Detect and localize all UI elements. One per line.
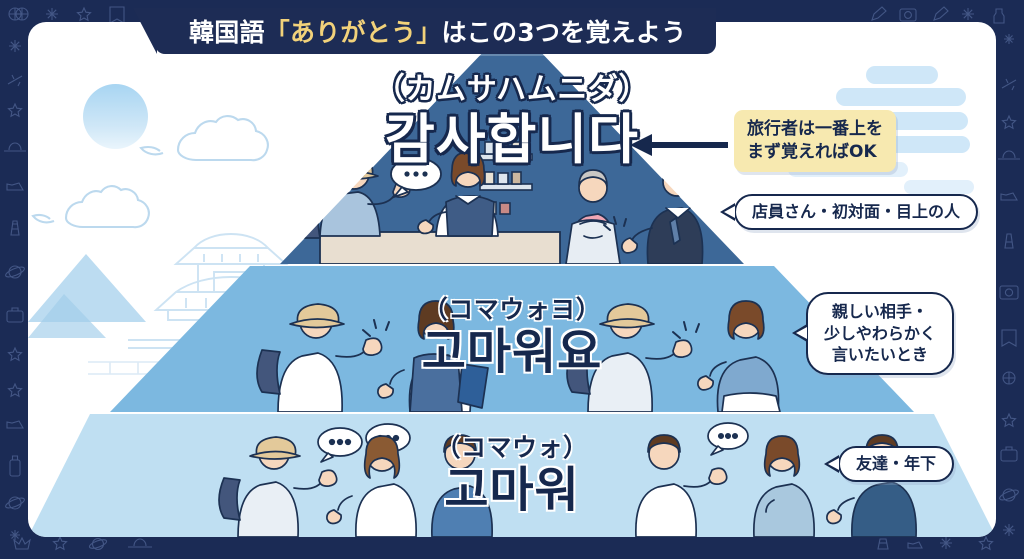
lighthouse-icon bbox=[10, 220, 20, 236]
pointer-arrow-icon bbox=[630, 134, 728, 156]
star-icon bbox=[978, 535, 994, 551]
snowflake-icon bbox=[940, 537, 952, 549]
star-icon bbox=[1001, 412, 1017, 428]
bubble-tail-icon bbox=[720, 202, 735, 221]
hat-icon bbox=[4, 142, 26, 152]
mountain-icon bbox=[28, 254, 146, 338]
star-icon bbox=[52, 535, 68, 551]
sparkle-icon bbox=[1004, 34, 1014, 44]
yellow-note-line-1: 旅行者は一番上を bbox=[747, 119, 883, 139]
filled-cloud-icon bbox=[808, 66, 970, 153]
hat-icon bbox=[128, 538, 152, 548]
snowflake-icon bbox=[962, 8, 974, 20]
scene-casual-friends bbox=[218, 422, 917, 537]
sparkle-icon bbox=[10, 530, 20, 540]
luggage-icon bbox=[1000, 446, 1018, 462]
planet-icon bbox=[5, 265, 25, 279]
bubble-tail-icon bbox=[792, 324, 807, 343]
content-card: （カムサハムニダ） 감사합니다 bbox=[28, 22, 996, 537]
snowflake-icon bbox=[46, 8, 58, 20]
bottle-icon bbox=[9, 455, 21, 477]
korean-cloud-icon bbox=[31, 185, 150, 229]
luggage-icon bbox=[6, 307, 24, 323]
yellow-note-box: 旅行者は一番上を まず覚えればOK bbox=[734, 110, 896, 172]
pyramid-diagram: （カムサハムニダ） 감사합니다 bbox=[28, 22, 996, 537]
star-icon bbox=[7, 382, 23, 398]
star-icon bbox=[7, 346, 23, 362]
speech-bubble-polite: 親しい相手・ 少しやわらかく 言いたいとき bbox=[792, 292, 954, 375]
snowflake-icon bbox=[1003, 524, 1015, 536]
camera-icon bbox=[899, 8, 917, 22]
korean-cloud-icon bbox=[139, 115, 269, 162]
shoe-icon bbox=[6, 182, 24, 191]
planet-icon bbox=[999, 488, 1019, 502]
star-icon bbox=[7, 102, 23, 118]
title-prefix: 韓国語 bbox=[189, 18, 265, 47]
pencil-icon bbox=[933, 6, 949, 21]
title-banner: 韓国語「ありがとう」はこの3つを覚えよう bbox=[155, 8, 717, 54]
bubble-tail-icon bbox=[824, 454, 839, 473]
compass-icon bbox=[15, 7, 29, 21]
lighthouse-icon bbox=[1004, 233, 1014, 249]
yellow-note-line-2: まず覚えればOK bbox=[747, 141, 877, 162]
callout-formal-targets: 店員さん・初対面・目上の人 bbox=[720, 194, 979, 230]
planet-icon bbox=[5, 496, 25, 510]
callout-top-note: 旅行者は一番上を まず覚えればOK bbox=[734, 110, 896, 172]
bubble-text-polite-2: 少しやわらかく bbox=[824, 323, 936, 343]
speech-bubble-formal: 店員さん・初対面・目上の人 bbox=[720, 194, 979, 230]
snowflake-icon bbox=[9, 40, 21, 52]
airplane-icon bbox=[7, 74, 23, 87]
shoe-icon bbox=[907, 541, 923, 549]
title-highlight: 「ありがとう」 bbox=[264, 18, 442, 47]
scene-shop-clerk-and-elders bbox=[297, 141, 704, 264]
camera-icon bbox=[999, 285, 1019, 300]
airplane-icon bbox=[1001, 78, 1017, 91]
callout-polite-targets: 親しい相手・ 少しやわらかく 言いたいとき bbox=[792, 292, 954, 375]
shoe-icon bbox=[6, 420, 24, 429]
book-icon bbox=[109, 6, 125, 24]
lighthouse-icon bbox=[877, 538, 889, 550]
title-suffix: はこの3つを覚えよう bbox=[441, 18, 687, 47]
book-icon bbox=[1001, 329, 1017, 347]
frame-left-icons bbox=[0, 0, 30, 559]
star-icon bbox=[1001, 114, 1017, 130]
shoe-icon bbox=[1000, 192, 1018, 201]
hat-icon bbox=[998, 150, 1020, 160]
bubble-text-polite-3: 言いたいとき bbox=[831, 345, 928, 365]
bubble-text-polite-1: 親しい相手・ bbox=[831, 302, 928, 321]
bubble-text-casual: 友達・年下 bbox=[856, 454, 937, 473]
sun-circle-icon bbox=[83, 84, 148, 149]
compass-icon bbox=[1002, 371, 1016, 385]
star-icon bbox=[76, 6, 92, 22]
compass-icon bbox=[8, 7, 22, 21]
page-title: 韓国語「ありがとう」はこの3つを覚えよう bbox=[189, 13, 686, 49]
speech-bubble-casual: 友達・年下 bbox=[824, 446, 955, 482]
pencil-icon bbox=[871, 6, 887, 21]
scene-polite-conversations bbox=[256, 300, 781, 412]
bottle-icon bbox=[993, 8, 1005, 24]
callout-casual-targets: 友達・年下 bbox=[824, 446, 955, 482]
planet-icon bbox=[88, 537, 108, 551]
pyramid-tier-casual: （コマウォ） 고마워 bbox=[28, 414, 996, 537]
crown-icon bbox=[13, 536, 31, 550]
frame-right-icons bbox=[994, 0, 1024, 559]
bubble-text-formal: 店員さん・初対面・目上の人 bbox=[752, 202, 961, 221]
